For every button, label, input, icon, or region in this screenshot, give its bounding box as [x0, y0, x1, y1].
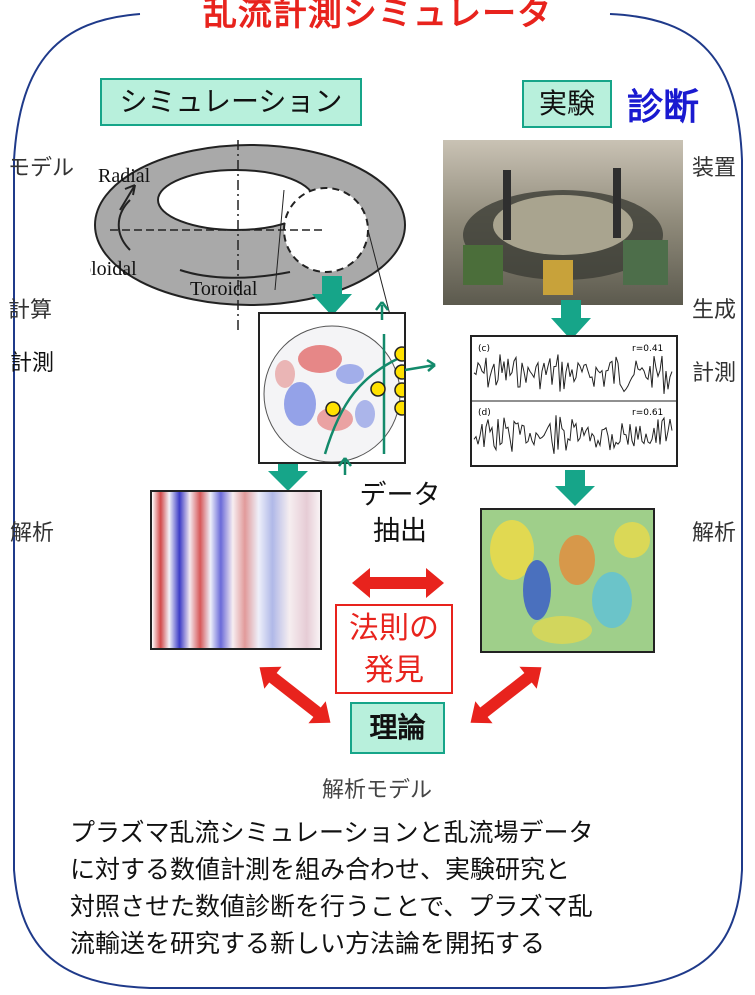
description-text: プラズマ乱流シミュレーションと乱流場データ に対する数値計測を組み合わせ、実験研…: [70, 814, 710, 962]
signal-panel: (c) r=0.41 (d) r=0.61: [470, 335, 678, 467]
radial-label: Radial: [98, 165, 151, 187]
signal-tag-top: (c): [478, 344, 490, 354]
description-line-1: プラズマ乱流シミュレーションと乱流場データ: [70, 818, 594, 847]
description-line-3: 対照させた数値診断を行うことで、プラズマ乱: [70, 892, 593, 921]
simulation-tag: シミュレーション: [100, 78, 362, 126]
diagram-title: 乱流計測シミュレータ: [0, 0, 755, 35]
measurement-rays: [338, 301, 436, 475]
description-line-4: 流輸送を研究する新しい方法論を開拓する: [70, 929, 546, 958]
description-line-2: に対する数値計測を組み合わせ、実験研究と: [70, 855, 571, 884]
experiment-tag: 実験: [522, 80, 612, 128]
right-label-device: 装置: [692, 156, 737, 181]
simulation-crosssection: [258, 312, 406, 464]
analysis-model-caption: 解析モデル: [322, 778, 433, 803]
signal-traces: (c) r=0.41 (d) r=0.61: [472, 344, 676, 454]
right-label-generate: 生成: [692, 298, 737, 323]
torus-diagram: Radial Poloidal Toroidal: [90, 140, 406, 330]
signal-value-top: r=0.41: [632, 344, 663, 354]
data-extraction-label: データ 抽出: [340, 478, 460, 550]
data-extraction-line1: データ: [359, 480, 441, 511]
left-label-analysis: 解析: [10, 521, 55, 546]
law-discovery-box: 法則の 発見: [335, 604, 453, 694]
experiment-device-photo: [443, 140, 683, 305]
law-discovery-line1: 法則の: [349, 611, 439, 646]
poloidal-label: Poloidal: [90, 258, 137, 280]
arrow-device-to-signal: [551, 300, 591, 340]
arrow-signal-to-analysis: [555, 470, 595, 506]
experiment-analysis-map: [480, 508, 655, 653]
signal-value-bottom: r=0.61: [632, 408, 663, 418]
right-label-measure: 計測: [692, 361, 737, 386]
toroidal-label: Toroidal: [190, 278, 258, 300]
data-extraction-line2: 抽出: [373, 516, 427, 547]
left-label-model: モデル: [8, 156, 75, 181]
arrow-sim-to-analysis: [268, 455, 308, 491]
simulation-analysis-map: [150, 490, 322, 650]
diagnostics-label: 診断: [627, 87, 700, 128]
double-arrow-horizontal: [352, 568, 444, 598]
signal-tag-bottom: (d): [478, 408, 491, 418]
arrow-right-to-theory: [470, 666, 542, 724]
arrow-torus-to-sim: [312, 276, 352, 316]
left-label-measure: 計測: [10, 351, 55, 376]
law-discovery-line2: 発見: [364, 653, 424, 688]
theory-tag: 理論: [350, 702, 445, 754]
left-label-compute: 計算: [8, 298, 53, 323]
right-label-analysis: 解析: [692, 521, 737, 546]
arrow-left-to-theory: [259, 666, 331, 724]
